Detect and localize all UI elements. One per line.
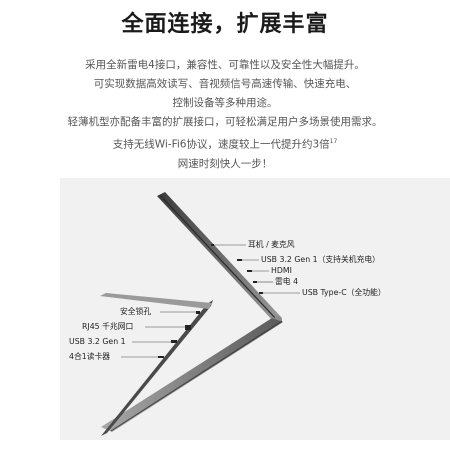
port-label-hdmi: HDMI (271, 266, 292, 275)
port-label-usb32-charging: USB 3.2 Gen 1（支持关机充电） (261, 255, 380, 264)
wifi-text: 支持无线Wi-Fi6协议，速度较上一代提升约3倍 (112, 138, 330, 151)
feature-description: 采用全新雷电4接口，兼容性、可靠性以及安全性大幅提升。 可实现数据高效读写、音视… (0, 56, 450, 174)
port-lock (196, 311, 200, 314)
left-port-markers (158, 311, 200, 358)
port-usb-a-right (237, 259, 242, 261)
port-rj45 (185, 325, 191, 330)
laptop-base-edge (110, 320, 283, 432)
laptop-base (101, 318, 283, 432)
port-label-card-reader: 4合1读卡器 (69, 352, 111, 361)
port-label-usb32-left: USB 3.2 Gen 1 (69, 337, 126, 346)
description-line: 采用全新雷电4接口，兼容性、可靠性以及安全性大幅提升。 (85, 59, 365, 71)
right-port-markers (211, 244, 263, 294)
port-card-reader (158, 356, 164, 358)
laptop-left-lid (101, 300, 213, 436)
headline: 全面连接，扩展丰富 (121, 12, 329, 37)
port-audio (211, 244, 214, 246)
port-label-thunderbolt: 雷电 4 (275, 277, 299, 286)
port-usb-c (259, 292, 263, 294)
port-label-security-lock: 安全锁孔 (120, 307, 152, 316)
description-line: 可实现数据高效读写、音视频信号高速传输、快速充电、 (93, 78, 357, 90)
left-leader-lines (121, 311, 196, 358)
description-line-wifi: 支持无线Wi-Fi6协议，速度较上一代提升约3倍17 (0, 132, 450, 155)
footnote-marker: 17 (329, 138, 338, 145)
port-label-rj45: RJ45 千兆网口 (82, 322, 134, 331)
port-label-usb-type-c: USB Type-C（全功能） (302, 288, 386, 297)
description-line: 轻薄机型亦配备丰富的扩展接口，可轻松满足用户多场景使用需求。 (67, 116, 383, 128)
port-thunderbolt (253, 281, 257, 283)
product-image-panel (60, 178, 450, 440)
laptop-lid-edge (159, 194, 278, 321)
right-leader-lines (214, 244, 300, 294)
port-usb-a-left (171, 340, 177, 343)
description-line: 网速时刻快人一步！ (177, 157, 273, 170)
laptop-left-base (100, 293, 212, 309)
port-hdmi (247, 270, 252, 272)
description-line: 控制设备等多种用途。 (172, 97, 278, 109)
port-label-audio: 耳机 / 麦克风 (248, 240, 295, 249)
